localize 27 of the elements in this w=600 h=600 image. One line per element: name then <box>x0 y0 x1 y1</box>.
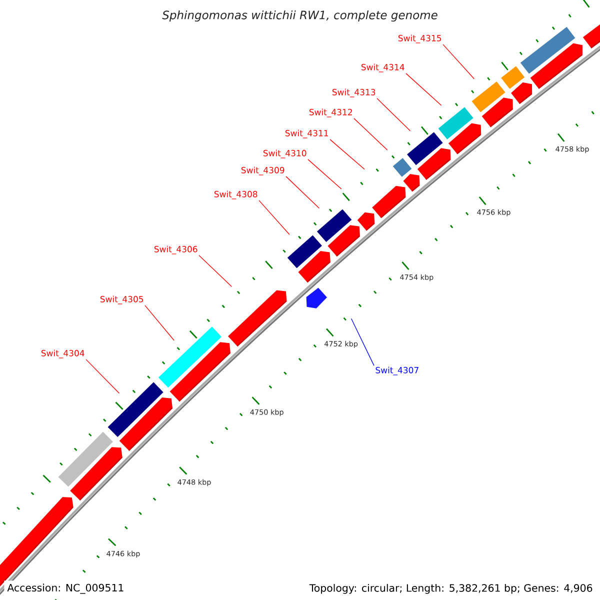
gene-label: Swit_4305 <box>100 296 144 304</box>
leader-line <box>350 318 374 366</box>
gene-label: Swit_4311 <box>285 130 328 138</box>
gene-label: Swit_4310 <box>263 150 306 158</box>
leader-line <box>86 359 120 394</box>
gene-label: Swit_4313 <box>332 88 376 98</box>
footer-text: Accession: NC_009511 <box>4 580 128 597</box>
leader-line <box>376 98 411 132</box>
leader-line <box>144 305 174 341</box>
gene-label: Swit_4314 <box>361 64 404 72</box>
gene-label: Swit_4306 <box>154 246 198 254</box>
gene-label: Swit_4315 <box>398 34 442 44</box>
gene-label: Swit_4309 <box>241 166 284 176</box>
gene-label: Swit_4304 <box>41 350 84 358</box>
title: Sphingomonas wittichii RW1, complete genome <box>162 10 438 22</box>
leader-line <box>198 255 232 287</box>
leader-line <box>330 139 365 170</box>
leader-line <box>258 200 290 235</box>
leader-line <box>308 159 342 190</box>
gene-label: Swit_4312 <box>309 108 352 118</box>
leader-line <box>406 73 442 106</box>
leader-line <box>442 44 475 80</box>
footer-text: Topology: circular; Length: 5,382,261 bp; Genes: 4,906 <box>306 580 596 597</box>
leader-line <box>286 176 320 209</box>
gene-label: Swit_4308 <box>214 190 258 200</box>
gene-label: Swit_4307 <box>376 366 418 376</box>
leader-line <box>354 118 388 150</box>
